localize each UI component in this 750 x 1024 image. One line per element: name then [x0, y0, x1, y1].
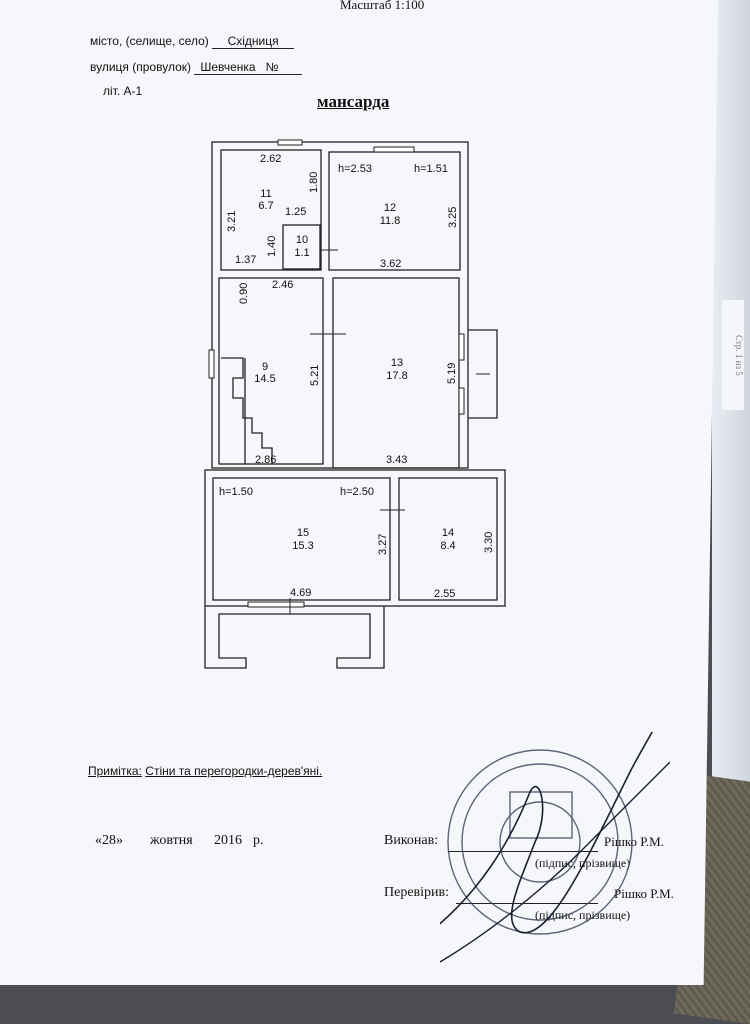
date-suffix: р.: [253, 833, 264, 848]
side-bay: [468, 329, 498, 419]
dim-2-46: 2.46: [272, 279, 293, 291]
date-month: жовтня: [150, 833, 193, 848]
signature-scribble-2: [440, 761, 670, 963]
balcony-walls: [204, 606, 385, 669]
city-row: місто, (селище, село) Східниця: [90, 34, 295, 49]
city-label: місто, (селище, село): [90, 34, 209, 48]
dim-1-37: 1.37: [235, 254, 256, 266]
floor-plan: 11 6.7 12 11.8 10 1.1 9 14.5 13 17.8 15 …: [204, 139, 506, 669]
outer-wall-top: [211, 141, 469, 469]
note-text: Стіни та перегородки-дерев'яні.: [145, 764, 323, 778]
room-9-number: 9: [262, 361, 268, 373]
city-value: Східниця: [212, 34, 295, 49]
document-page: Масштаб 1:100 місто, (селище, село) Схід…: [0, 0, 718, 985]
height-2-50: h=2.50: [340, 486, 374, 498]
dim-1-80: 1.80: [308, 172, 320, 193]
dim-2-55: 2.55: [434, 588, 455, 600]
checked-caption: (підпис, прізвище): [535, 908, 631, 922]
room-9-area: 14.5: [254, 373, 275, 385]
room-14-number: 14: [442, 527, 454, 539]
checked-label: Перевірив:: [384, 885, 450, 900]
dim-3-43: 3.43: [386, 454, 407, 466]
staircase: [221, 357, 273, 464]
street-row: вулиця (провулок) Шевченка №: [90, 60, 303, 75]
dimension-labels: 2.62 1.80 3.21 1.25 1.40 1.37 h=2.53 h=1…: [219, 153, 495, 600]
executed-label: Виконав:: [384, 833, 439, 848]
dim-3-25: 3.25: [447, 207, 459, 228]
executed-signature-line: [448, 851, 598, 852]
room-9-walls: [218, 277, 324, 465]
street-label: вулиця (провулок): [90, 60, 192, 74]
room-13-walls: [332, 277, 460, 469]
letter-label: літ. А-1: [103, 84, 143, 98]
room-11-area: 6.7: [258, 200, 273, 212]
room-11-walls: [220, 149, 322, 271]
room-10-area: 1.1: [294, 247, 309, 259]
room-15-area: 15.3: [292, 540, 313, 552]
dim-3-27: 3.27: [377, 534, 389, 555]
signature-scribble: [440, 732, 670, 934]
room-15-walls: [212, 477, 391, 601]
dim-0-90: 0.90: [238, 283, 250, 304]
dim-1-25: 1.25: [285, 206, 306, 218]
number-label: №: [265, 60, 279, 74]
room-12-area: 11.8: [380, 215, 401, 227]
side-page-label: Стр. 1 из 5: [722, 300, 744, 410]
executed-caption: (підпис, прізвище): [535, 856, 631, 870]
dim-5-19: 5.19: [446, 363, 458, 384]
room-13-number: 13: [391, 357, 403, 369]
room-13-area: 17.8: [386, 370, 407, 382]
dim-4-69: 4.69: [290, 587, 311, 599]
height-1-50: h=1.50: [219, 486, 253, 498]
room-11-number: 11: [260, 188, 271, 200]
street-value: Шевченка: [200, 60, 256, 74]
checked-signature-line: [456, 903, 598, 904]
room-12-number: 12: [384, 202, 396, 214]
window-marks: [208, 139, 465, 608]
date-day: «28»: [95, 833, 123, 848]
note-label: Примітка:: [88, 764, 142, 778]
dim-2-86: 2.86: [255, 454, 276, 466]
height-2-53: h=2.53: [338, 163, 372, 175]
height-1-51: h=1.51: [414, 163, 448, 175]
room-15-number: 15: [297, 527, 309, 539]
door-marks: [289, 249, 490, 614]
dim-3-62: 3.62: [380, 258, 401, 270]
checked-name: Рішко Р.М.: [614, 886, 674, 901]
room-10-number: 10: [296, 234, 308, 246]
note: Примітка: Стіни та перегородки-дерев'яні…: [88, 764, 322, 778]
dim-3-30: 3.30: [483, 532, 495, 553]
dim-1-40: 1.40: [266, 236, 278, 257]
street-value-wrap: Шевченка №: [194, 60, 303, 75]
date-year: 2016: [214, 833, 242, 848]
dim-2-62: 2.62: [260, 153, 281, 165]
room-14-area: 8.4: [440, 540, 455, 552]
dim-3-21: 3.21: [226, 211, 238, 232]
room-labels: 11 6.7 12 11.8 10 1.1 9 14.5 13 17.8 15 …: [254, 188, 455, 552]
outer-wall-bottom: [204, 469, 506, 607]
room-14-walls: [398, 477, 498, 601]
scale-label: Масштаб 1:100: [340, 0, 425, 12]
page-title: мансарда: [317, 92, 390, 111]
plan-walls: [204, 141, 506, 669]
room-10-walls: [282, 224, 321, 270]
dim-5-21: 5.21: [309, 365, 321, 386]
official-stamp: [440, 732, 670, 963]
executed-name: Рішко Р.М.: [604, 834, 664, 849]
